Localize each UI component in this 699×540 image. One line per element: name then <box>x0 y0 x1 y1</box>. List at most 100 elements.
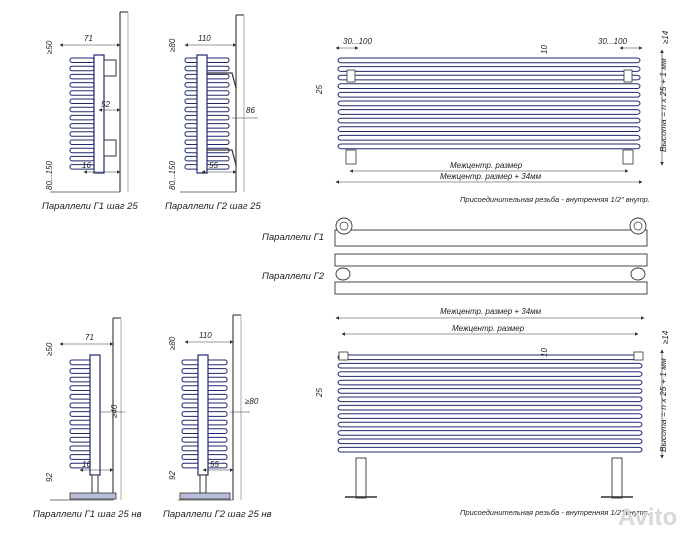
fin <box>69 393 93 400</box>
dim-step: 25 <box>315 85 324 95</box>
caption-g2-top: Параллели Г2 шаг 25 <box>165 201 261 212</box>
leg-g1-bottom <box>91 474 99 494</box>
fin <box>69 359 93 366</box>
fin <box>69 436 93 443</box>
bracket-g2-top-lower <box>207 149 237 166</box>
fin <box>69 147 95 154</box>
dim-width: 110 <box>198 34 211 43</box>
fin <box>69 131 95 137</box>
plan-body-g2-lower <box>334 281 648 295</box>
dim-depth: ≥80 <box>245 397 259 406</box>
fin <box>69 411 93 417</box>
tube <box>337 379 643 386</box>
dim-top-gap: ≥80 <box>168 38 177 52</box>
fin <box>69 402 93 409</box>
plan-body-g1 <box>334 229 648 247</box>
dim-width: 71 <box>84 34 93 43</box>
bracket-g1-top-upper <box>103 59 117 77</box>
tube <box>337 126 641 133</box>
fins-g1-top <box>69 57 95 170</box>
tube <box>337 413 643 419</box>
dim-bottom: 80...150 <box>168 161 177 190</box>
watermark: Avito <box>618 504 677 531</box>
front-view-wall: 30...100 30...100 10 25 ≥14 Высота = n x… <box>315 30 670 204</box>
dim-top-right: ≥14 <box>661 330 670 344</box>
caption-g1-top: Параллели Г1 шаг 25 <box>42 201 138 212</box>
leg-right <box>611 457 623 499</box>
fin <box>69 73 95 80</box>
fin <box>69 376 93 383</box>
dim-top-gap: ≥50 <box>45 342 54 356</box>
tube <box>337 134 641 141</box>
foot-g1-bottom <box>69 492 117 500</box>
fin <box>69 106 95 113</box>
fin <box>69 428 93 435</box>
valve-left <box>346 69 356 83</box>
label-centre: Межцентр. размер <box>452 324 525 333</box>
plan-view-g1: Параллели Г1 <box>262 217 648 247</box>
label-g1: Параллели Г1 <box>262 232 324 243</box>
collector-g1-top <box>93 54 105 174</box>
dim-top-gap: ≥50 <box>45 40 54 54</box>
tube <box>337 100 641 107</box>
label-centre: Межцентр. размер <box>450 161 523 170</box>
dim-centre: 52 <box>101 100 110 109</box>
tube <box>337 421 643 428</box>
tube <box>337 109 641 115</box>
side-view-g2-wall: 110 ≥80 86 55 80...150 Параллели Г2 шаг … <box>165 14 261 212</box>
dim-gap: 10 <box>540 45 549 54</box>
valve-right <box>633 351 644 361</box>
dim-width: 71 <box>85 333 94 342</box>
tube <box>337 396 643 403</box>
tube <box>337 117 641 124</box>
collector-g2-top <box>196 54 208 174</box>
dim-bottom: 92 <box>168 471 177 480</box>
bracket-g1-top-lower <box>103 139 117 157</box>
tube <box>337 74 641 81</box>
side-view-g1-wall: 71 ≥50 52 16 80...150 Параллели Г1 шаг 2… <box>42 11 138 212</box>
plan-body-g2-upper <box>334 253 648 267</box>
fin <box>69 454 93 460</box>
fin <box>69 385 93 392</box>
fin <box>69 419 93 426</box>
plan-pipe-right-g1 <box>629 217 647 235</box>
tubes-front-floor <box>337 354 643 453</box>
tube <box>337 66 641 72</box>
dim-bracket: 16 <box>82 161 91 170</box>
tube <box>337 446 643 453</box>
collector-g2-bottom <box>197 354 209 476</box>
tube <box>337 438 643 445</box>
tube <box>337 362 643 369</box>
fin <box>69 368 93 374</box>
dim-width: 110 <box>199 331 212 340</box>
fin <box>69 123 95 129</box>
plan-pipe-left-g1 <box>335 217 353 235</box>
side-view-g2-floor: 110 ≥80 ≥80 55 92 Параллели Г2 шаг 25 нв <box>163 314 272 520</box>
label-centre-plus: Межцентр. размер + 34мм <box>440 172 542 181</box>
plan-view-g2: Параллели Г2 <box>262 253 648 295</box>
caption-g1-bottom: Параллели Г1 шаг 25 нв <box>33 509 142 520</box>
valve-right <box>623 69 633 83</box>
fin <box>69 82 95 88</box>
label-g2: Параллели Г2 <box>262 271 325 282</box>
dim-right-offset: 30...100 <box>598 37 627 46</box>
bracket-g2-top-upper <box>207 72 237 89</box>
leg-left <box>355 457 367 499</box>
fin <box>69 445 93 452</box>
label-centre-plus: Межцентр. размер + 34мм <box>440 307 542 316</box>
dim-height: Высота = n x 25 + 1 мм <box>658 58 668 152</box>
tube <box>337 371 643 377</box>
side-view-g1-floor: 71 ≥50 ≥40 16 92 Параллели Г1 шаг 25 нв <box>33 317 142 520</box>
valve-left <box>338 351 349 361</box>
tube <box>337 83 641 90</box>
tube <box>337 388 643 394</box>
dim-bottom: 92 <box>45 473 54 482</box>
bracket-right <box>622 149 634 165</box>
wall-g1-top <box>50 11 129 193</box>
fin <box>69 90 95 96</box>
tube <box>337 404 643 411</box>
plan-pipe-left-g2 <box>335 267 351 281</box>
connection-note: Присоединительная резьба - внутренняя 1/… <box>460 195 650 204</box>
tube <box>337 430 643 436</box>
tube <box>337 57 641 64</box>
